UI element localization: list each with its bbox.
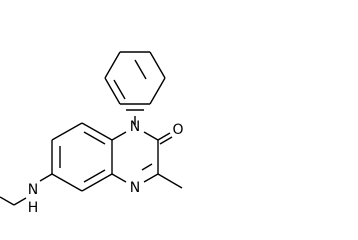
double-bond-inner <box>134 59 147 80</box>
atom-label-n1: N <box>130 119 140 135</box>
bond <box>81 173 113 192</box>
butylamino-chain <box>0 173 53 206</box>
atom-label-amine-h: H <box>28 200 39 216</box>
double-bond-inner <box>83 169 106 183</box>
double-bond <box>141 163 153 171</box>
atom-label-n4: N <box>130 180 140 196</box>
bond <box>51 122 83 141</box>
atom-label-amine-n: N <box>28 182 38 198</box>
bond <box>111 173 127 183</box>
bond <box>104 51 121 79</box>
carbonyl-bond <box>159 136 173 145</box>
bond <box>143 173 159 183</box>
benzo-ring <box>51 122 113 192</box>
pyrazinone-ring <box>111 131 159 183</box>
bond <box>149 77 166 105</box>
bond <box>104 77 121 105</box>
molecule-structure: N O N N H <box>0 51 184 216</box>
phenyl-ring <box>104 51 166 111</box>
methyl-bond <box>157 173 183 189</box>
bond <box>51 173 83 192</box>
bond <box>0 196 15 206</box>
bond <box>111 131 127 141</box>
bond <box>81 122 113 141</box>
bond <box>13 197 27 206</box>
carbonyl-bond <box>157 132 171 141</box>
bond <box>143 131 159 141</box>
atom-label-oxygen: O <box>172 122 183 138</box>
bond <box>149 51 166 79</box>
double-bond-inner <box>83 131 106 145</box>
double-bond-inner <box>113 79 126 100</box>
bond <box>39 173 53 182</box>
